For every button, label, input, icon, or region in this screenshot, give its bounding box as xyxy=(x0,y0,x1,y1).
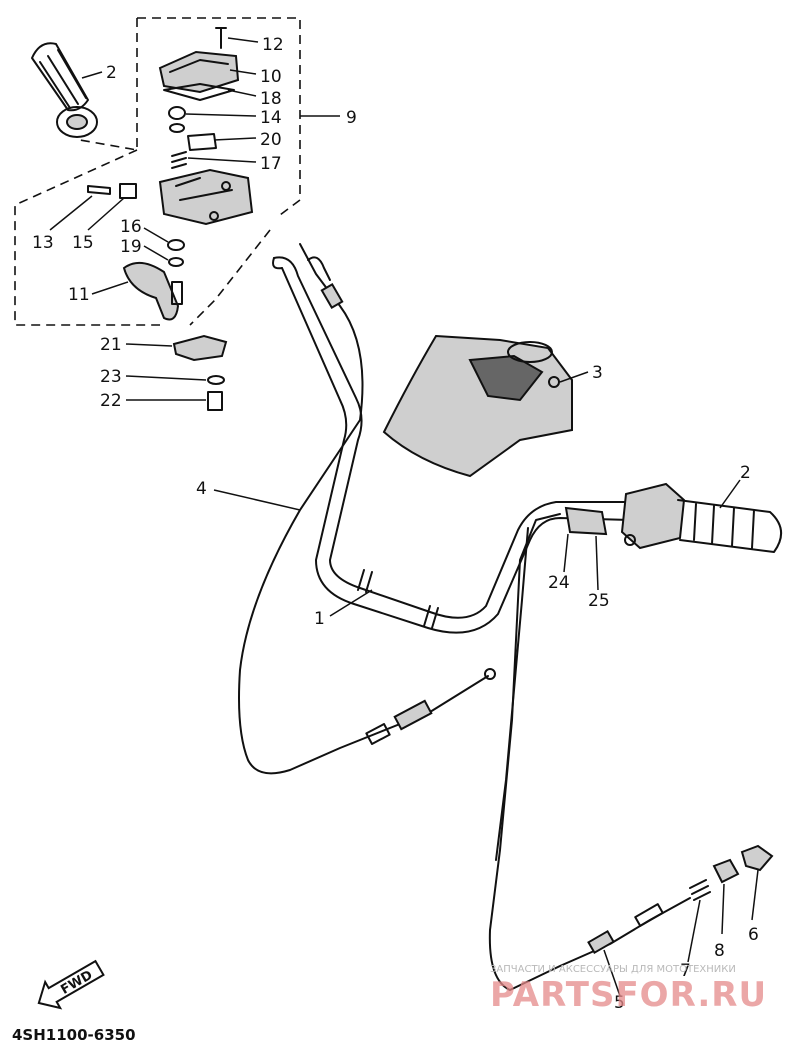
callout-16: 16 xyxy=(120,217,142,237)
fwd-arrow: FWD xyxy=(37,959,105,1010)
callout-labels: 12 2 10 18 14 9 20 17 13 15 16 19 11 21 … xyxy=(32,35,759,1013)
lever-assembly-outline xyxy=(14,17,301,326)
watermark: ЗАПЧАСТИ И АКСЕССУАРЫ ДЛЯ МОТОТЕХНИКИ PA… xyxy=(490,964,767,1015)
callout-18: 18 xyxy=(260,89,282,109)
callout-25: 25 xyxy=(588,591,610,611)
callout-14: 14 xyxy=(260,108,282,128)
callout-15: 15 xyxy=(72,233,94,253)
callout-2-right: 2 xyxy=(740,463,751,483)
diagram-code: 4SH1100-6350 xyxy=(12,1026,136,1044)
callout-1: 1 xyxy=(314,609,325,629)
watermark-caption: ЗАПЧАСТИ И АКСЕССУАРЫ ДЛЯ МОТОТЕХНИКИ xyxy=(490,964,736,975)
callout-6: 6 xyxy=(748,925,759,945)
callout-9: 9 xyxy=(346,108,357,128)
callout-19: 19 xyxy=(120,237,142,257)
callout-13: 13 xyxy=(32,233,54,253)
callout-8: 8 xyxy=(714,941,725,961)
brake-cable xyxy=(238,243,496,775)
clamp-parts xyxy=(172,334,228,411)
callout-24: 24 xyxy=(548,573,570,593)
callout-20: 20 xyxy=(260,130,282,150)
callout-11: 11 xyxy=(68,285,90,305)
throttle-cable xyxy=(488,513,691,991)
left-grip xyxy=(31,42,98,138)
callout-3: 3 xyxy=(592,363,603,383)
callout-5: 5 xyxy=(614,993,625,1013)
callout-17: 17 xyxy=(260,154,282,174)
callout-2-left: 2 xyxy=(106,63,117,83)
cable-small-parts xyxy=(689,844,774,901)
watermark-brand: PARTSFOR.RU xyxy=(490,975,767,1015)
parking-lever xyxy=(122,261,183,321)
callout-22: 22 xyxy=(100,391,122,411)
callout-23: 23 xyxy=(100,367,122,387)
lever-cover-parts xyxy=(158,27,240,169)
callout-4: 4 xyxy=(196,479,207,499)
right-grip-assembly xyxy=(564,482,782,553)
leader-lines xyxy=(49,37,759,997)
lever-holder-body xyxy=(87,168,254,267)
callout-10: 10 xyxy=(260,67,282,87)
callout-21: 21 xyxy=(100,335,122,355)
callout-7: 7 xyxy=(680,961,691,981)
handlebar xyxy=(272,256,637,634)
callout-12: 12 xyxy=(262,35,284,55)
headlight-cover xyxy=(382,334,573,478)
